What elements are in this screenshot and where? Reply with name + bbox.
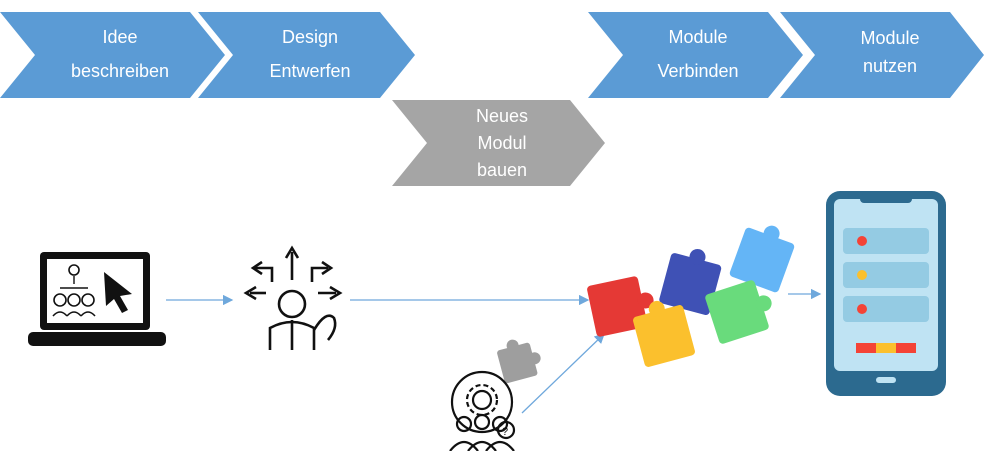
svg-text:?: ? xyxy=(502,426,508,438)
laptop-presentation-icon xyxy=(28,252,166,346)
step-2-label: Design Entwerfen xyxy=(240,20,380,88)
chevron-branch-step xyxy=(392,100,605,186)
chevron-step-1 xyxy=(0,12,225,98)
arrow-team-to-puzzle xyxy=(521,333,605,414)
single-puzzle-piece-icon xyxy=(497,339,541,384)
chevron-step-3 xyxy=(588,12,803,98)
branch-step-line3: bauen xyxy=(476,160,528,180)
chevron-step-4 xyxy=(780,12,984,98)
step-4-label: Module nutzen xyxy=(820,24,960,80)
step-1-line2: beschreiben xyxy=(70,61,170,81)
branch-step-line1: Neues xyxy=(475,106,529,126)
smartphone-app-icon xyxy=(826,191,946,396)
step-4-line1: Module xyxy=(860,28,920,48)
step-3-label: Module Verbinden xyxy=(628,20,768,88)
step-1-label: Idee beschreiben xyxy=(50,20,190,88)
step-3-line1: Module xyxy=(668,27,728,47)
step-1-line1: Idee xyxy=(102,27,138,47)
decision-person-icon xyxy=(243,245,343,350)
branch-step-line2: Modul xyxy=(477,133,527,153)
branch-step-label: Neues Modul bauen xyxy=(432,103,572,184)
step-2-line2: Entwerfen xyxy=(269,61,351,81)
developer-team-icon: ? xyxy=(449,370,516,451)
puzzle-pieces-icon xyxy=(587,225,795,367)
step-3-line2: Verbinden xyxy=(657,61,739,81)
step-2-line1: Design xyxy=(281,27,339,47)
chevron-step-2 xyxy=(198,12,415,98)
step-4-line2: nutzen xyxy=(862,56,918,76)
